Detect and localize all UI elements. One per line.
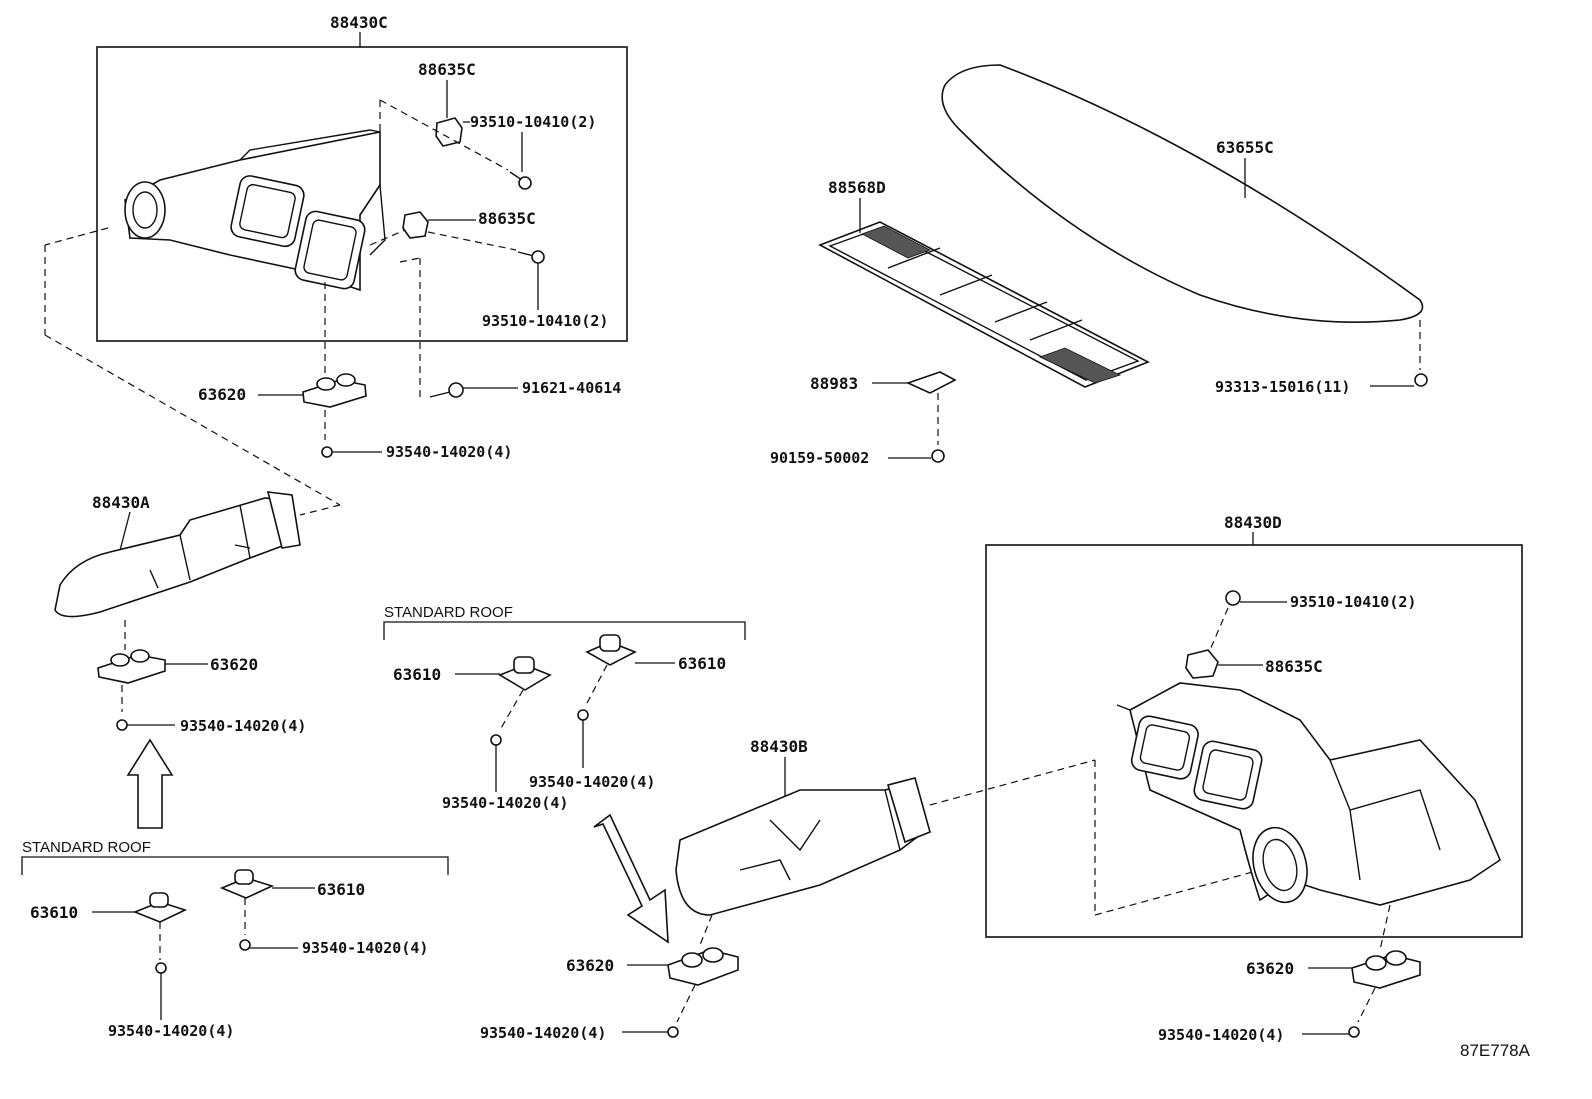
clip-63620-c: 63620 xyxy=(566,947,739,986)
assembly-88430C: 88430C 88635C 93510-10410(2) xyxy=(96,13,628,400)
frame-88430C xyxy=(96,46,628,342)
duct-88430A: 88430A xyxy=(54,491,301,618)
label-93540-g: 93540-14020(4) xyxy=(480,1024,606,1042)
duct-88430D xyxy=(1116,682,1501,906)
label-93540-f: 93540-14020(4) xyxy=(302,939,428,957)
grille-88568D: 88568D xyxy=(818,178,1150,388)
label-88635C-top: 88635C xyxy=(418,60,476,79)
label-91621: 91621-40614 xyxy=(522,379,621,397)
screw-93540-f: 93540-14020(4) xyxy=(239,939,428,957)
label-93510-bottom: 93510-10410(2) xyxy=(1290,593,1416,611)
clip-63620-a: 63620 xyxy=(198,373,367,408)
label-93510-middle: 93510-10410(2) xyxy=(482,312,608,330)
label-88430A: 88430A xyxy=(92,493,150,512)
clip-88635C-top: 88635C xyxy=(418,60,476,147)
clip-88635C-bottom: 88635C xyxy=(1185,649,1323,679)
screw-93540-h: 93540-14020(4) xyxy=(1158,1026,1360,1044)
label-88635C-middle: 88635C xyxy=(478,209,536,228)
label-93510-top: 93510-10410(2) xyxy=(470,113,596,131)
clip-63620-d: 63620 xyxy=(1246,950,1421,989)
label-93540-b: 93540-14020(4) xyxy=(180,717,306,735)
label-63655C: 63655C xyxy=(1216,138,1274,157)
panel-63655C: 63655C xyxy=(941,64,1424,323)
standard-roof-group-middle: STANDARD ROOF 63610 93540-14020(4) 63610… xyxy=(383,604,746,812)
clip-63610-b: 63610 xyxy=(585,634,726,673)
label-93540-e: 93540-14020(4) xyxy=(108,1022,234,1040)
label-63610-a: 63610 xyxy=(393,665,441,684)
arrow-up xyxy=(126,738,174,829)
clip-63610-a: 63610 xyxy=(393,656,552,691)
label-93540-a: 93540-14020(4) xyxy=(386,443,512,461)
screw-93313: 93313-15016(11) xyxy=(1215,373,1428,396)
label-63610-d: 63610 xyxy=(317,880,365,899)
figure-code: 87E778A xyxy=(1460,1041,1531,1060)
duct-88430B: 88430B xyxy=(675,737,931,916)
screw-91621: 91621-40614 xyxy=(429,379,621,398)
label-88983: 88983 xyxy=(810,374,858,393)
frame-88430D xyxy=(985,544,1523,938)
arrow-diagonal xyxy=(593,813,669,944)
screw-93540-d: 93540-14020(4) xyxy=(529,709,655,791)
clip-88635C-middle: 88635C xyxy=(402,209,536,239)
clip-63610-d: 63610 xyxy=(219,869,365,899)
label-63610-b: 63610 xyxy=(678,654,726,673)
label-63620-a: 63620 xyxy=(198,385,246,404)
label-63620-d: 63620 xyxy=(1246,959,1294,978)
screw-93510-top: 93510-10410(2) xyxy=(463,113,596,190)
clip-63620-b: 63620 xyxy=(97,649,258,684)
label-88430B: 88430B xyxy=(750,737,808,756)
label-88430D: 88430D xyxy=(1224,513,1282,532)
label-93540-d: 93540-14020(4) xyxy=(529,773,655,791)
label-63620-c: 63620 xyxy=(566,956,614,975)
assembly-88430D: 88430D 93510-10410(2) 88635C xyxy=(985,513,1523,951)
screw-93540-b: 93540-14020(4) xyxy=(116,717,306,735)
label-93313: 93313-15016(11) xyxy=(1215,378,1350,396)
label-63610-c: 63610 xyxy=(30,903,78,922)
clip-88983: 88983 xyxy=(810,371,957,394)
screw-93540-a: 93540-14020(4) xyxy=(321,443,512,461)
clip-63610-c: 63610 xyxy=(30,892,188,923)
standard-roof-group-left: STANDARD ROOF 63610 93540-14020(4) 63610… xyxy=(21,839,449,1040)
label-88430C: 88430C xyxy=(330,13,388,32)
screw-93540-e: 93540-14020(4) xyxy=(108,962,234,1040)
caption-standard-roof-left: STANDARD ROOF xyxy=(22,839,151,856)
label-63620-b: 63620 xyxy=(210,655,258,674)
label-93540-c: 93540-14020(4) xyxy=(442,794,568,812)
duct-88430C xyxy=(124,129,386,292)
screw-93510-middle: 93510-10410(2) xyxy=(482,250,608,330)
screw-93510-bottom: 93510-10410(2) xyxy=(1225,590,1416,611)
label-93540-h: 93540-14020(4) xyxy=(1158,1026,1284,1044)
caption-standard-roof-middle: STANDARD ROOF xyxy=(384,604,513,621)
screw-93540-c: 93540-14020(4) xyxy=(442,734,568,812)
screw-90159: 90159-50002 xyxy=(770,449,945,467)
screw-93540-g: 93540-14020(4) xyxy=(480,1024,679,1042)
label-90159: 90159-50002 xyxy=(770,449,869,467)
label-88568D: 88568D xyxy=(828,178,886,197)
label-88635C-bottom: 88635C xyxy=(1265,657,1323,676)
